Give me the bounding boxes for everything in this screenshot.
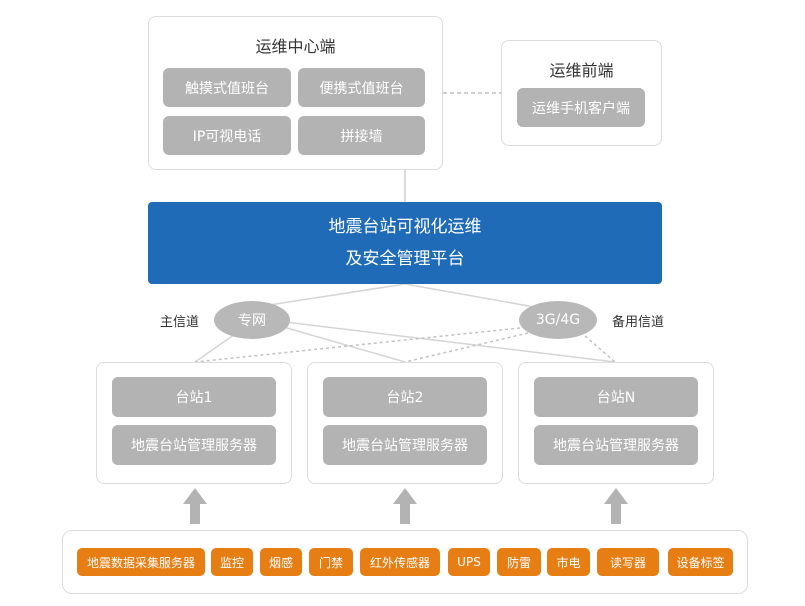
- up-arrow-icon: [183, 488, 207, 524]
- ops-center-title: 运维中心端: [255, 37, 336, 56]
- backup-channel-label: 备用信道: [612, 315, 665, 330]
- platform-title-line1: 地震台站可视化运维: [328, 217, 482, 237]
- touch-duty-desk[interactable]: 触摸式值班台: [163, 68, 291, 107]
- station-name[interactable]: 台站2: [323, 377, 487, 417]
- up-arrow-icon: [393, 488, 417, 524]
- station-name[interactable]: 台站1: [112, 377, 276, 417]
- private-to-station2: [279, 325, 406, 363]
- platform-to-private-link: [249, 283, 406, 309]
- ops-frontend-title: 运维前端: [549, 61, 614, 80]
- platform-banner[interactable]: 地震台站可视化运维 及安全管理平台: [148, 202, 662, 284]
- device-reader[interactable]: 读写器: [597, 548, 659, 576]
- portable-duty-desk[interactable]: 便携式值班台: [298, 68, 425, 107]
- device-tag[interactable]: 设备标签: [668, 548, 733, 576]
- mobile-to-station1: [194, 327, 521, 363]
- device-access-control[interactable]: 门禁: [309, 548, 353, 576]
- device-lightning-protection[interactable]: 防雷: [497, 548, 541, 576]
- station-server[interactable]: 地震台站管理服务器: [112, 425, 276, 465]
- device-monitoring[interactable]: 监控: [211, 548, 253, 576]
- mobile-client[interactable]: 运维手机客户端: [517, 88, 645, 127]
- video-wall[interactable]: 拼接墙: [298, 116, 425, 155]
- private-to-station1: [194, 331, 239, 363]
- private-to-stationn: [284, 321, 616, 363]
- platform-title-line2: 及安全管理平台: [345, 249, 465, 269]
- ip-video-phone[interactable]: IP可视电话: [163, 116, 291, 155]
- station-name[interactable]: 台站N: [534, 377, 698, 417]
- mobile-to-stationn: [584, 335, 616, 363]
- device-ups[interactable]: UPS: [448, 548, 490, 576]
- device-smoke-detector[interactable]: 烟感: [260, 548, 302, 576]
- device-mains-power[interactable]: 市电: [547, 548, 590, 576]
- mobile-network-node[interactable]: 3G/4G: [519, 301, 597, 339]
- station-server[interactable]: 地震台站管理服务器: [534, 425, 698, 465]
- device-infrared-sensor[interactable]: 红外传感器: [360, 548, 440, 576]
- station-server[interactable]: 地震台站管理服务器: [323, 425, 487, 465]
- up-arrow-icon: [604, 488, 628, 524]
- primary-channel-label: 主信道: [160, 315, 200, 330]
- platform-to-mobile-link: [404, 283, 541, 309]
- device-daq-server[interactable]: 地震数据采集服务器: [77, 548, 205, 576]
- private-network-node[interactable]: 专网: [214, 301, 290, 339]
